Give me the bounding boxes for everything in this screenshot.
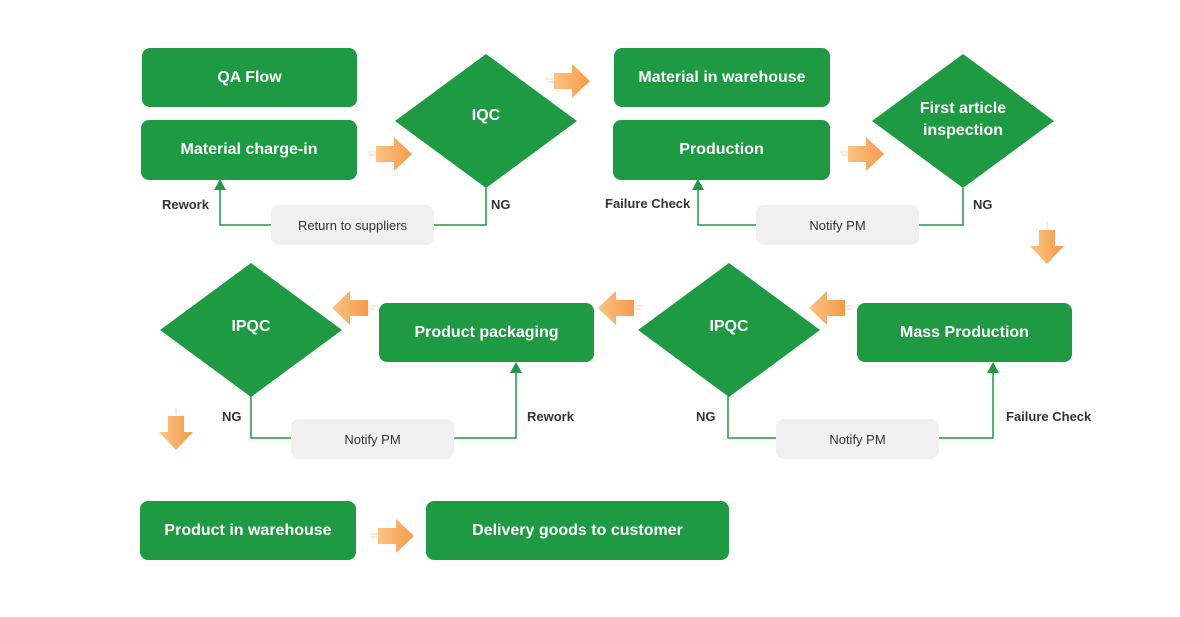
node-product-packaging[interactable]: Product packaging: [379, 303, 594, 362]
label-ng: NG: [491, 197, 511, 212]
flow-arrow-right-icon: [368, 137, 412, 171]
decision-iqc[interactable]: IQC: [395, 54, 577, 188]
decision-label: IPQC: [231, 318, 271, 335]
node-mass-production[interactable]: Mass Production: [857, 303, 1072, 362]
node-material-charge-in[interactable]: Material charge-in: [141, 120, 357, 180]
flow-arrow-down-icon: [159, 408, 193, 450]
label-failure-check: Failure Check: [1006, 409, 1092, 424]
flow-arrow-down-icon: [1030, 222, 1064, 264]
node-label: Material charge-in: [180, 141, 318, 158]
node-label: Product packaging: [414, 323, 559, 341]
note-label: Notify PM: [809, 217, 866, 233]
node-label: QA Flow: [217, 68, 282, 86]
decision-label: First article inspection: [920, 98, 1006, 142]
note-notify-pm: Notify PM: [756, 205, 919, 245]
label-ng: NG: [696, 409, 716, 424]
node-label: Production: [679, 141, 764, 158]
label-ng: NG: [973, 197, 993, 212]
decision-first-article-inspection[interactable]: First article inspection: [872, 54, 1054, 188]
node-label: Mass Production: [900, 323, 1029, 341]
flow-arrow-right-icon: [546, 64, 590, 98]
flow-arrow-right-icon: [840, 137, 884, 171]
flow-arrow-left-icon: [598, 291, 642, 325]
node-qa-flow[interactable]: QA Flow: [142, 48, 357, 107]
node-product-in-warehouse[interactable]: Product in warehouse: [140, 501, 356, 560]
note-label: Notify PM: [829, 431, 886, 447]
node-delivery-goods-to-customer[interactable]: Delivery goods to customer: [426, 501, 729, 560]
note-return-to-suppliers: Return to suppliers: [271, 205, 434, 245]
flow-arrow-left-icon: [332, 291, 376, 325]
note-label: Notify PM: [344, 431, 401, 447]
arrowhead-icon: [510, 362, 522, 373]
arrowhead-icon: [692, 179, 704, 190]
decision-ipqc-left[interactable]: IPQC: [160, 263, 342, 397]
note-notify-pm: Notify PM: [776, 419, 939, 459]
note-label: Return to suppliers: [297, 217, 408, 233]
decision-label-line2: inspection: [922, 121, 1003, 139]
label-rework: Rework: [527, 409, 574, 424]
decision-label: IPQC: [709, 318, 749, 335]
decision-ipqc-right[interactable]: IPQC: [638, 263, 820, 397]
label-failure-check: Failure Check: [605, 196, 691, 211]
node-label: Delivery goods to customer: [472, 521, 683, 539]
node-material-in-warehouse[interactable]: Material in warehouse: [614, 48, 830, 107]
arrowhead-icon: [214, 179, 226, 190]
node-label: Product in warehouse: [164, 521, 332, 539]
label-ng: NG: [222, 409, 242, 424]
flow-arrow-left-icon: [809, 291, 853, 325]
node-production[interactable]: Production: [613, 120, 830, 180]
node-label: Material in warehouse: [638, 68, 806, 86]
arrowhead-icon: [987, 362, 999, 373]
decision-label-line1: First article: [919, 99, 1007, 117]
flow-arrow-right-icon: [370, 519, 414, 553]
label-rework: Rework: [162, 197, 209, 212]
note-notify-pm: Notify PM: [291, 419, 454, 459]
decision-label: IQC: [471, 107, 501, 124]
